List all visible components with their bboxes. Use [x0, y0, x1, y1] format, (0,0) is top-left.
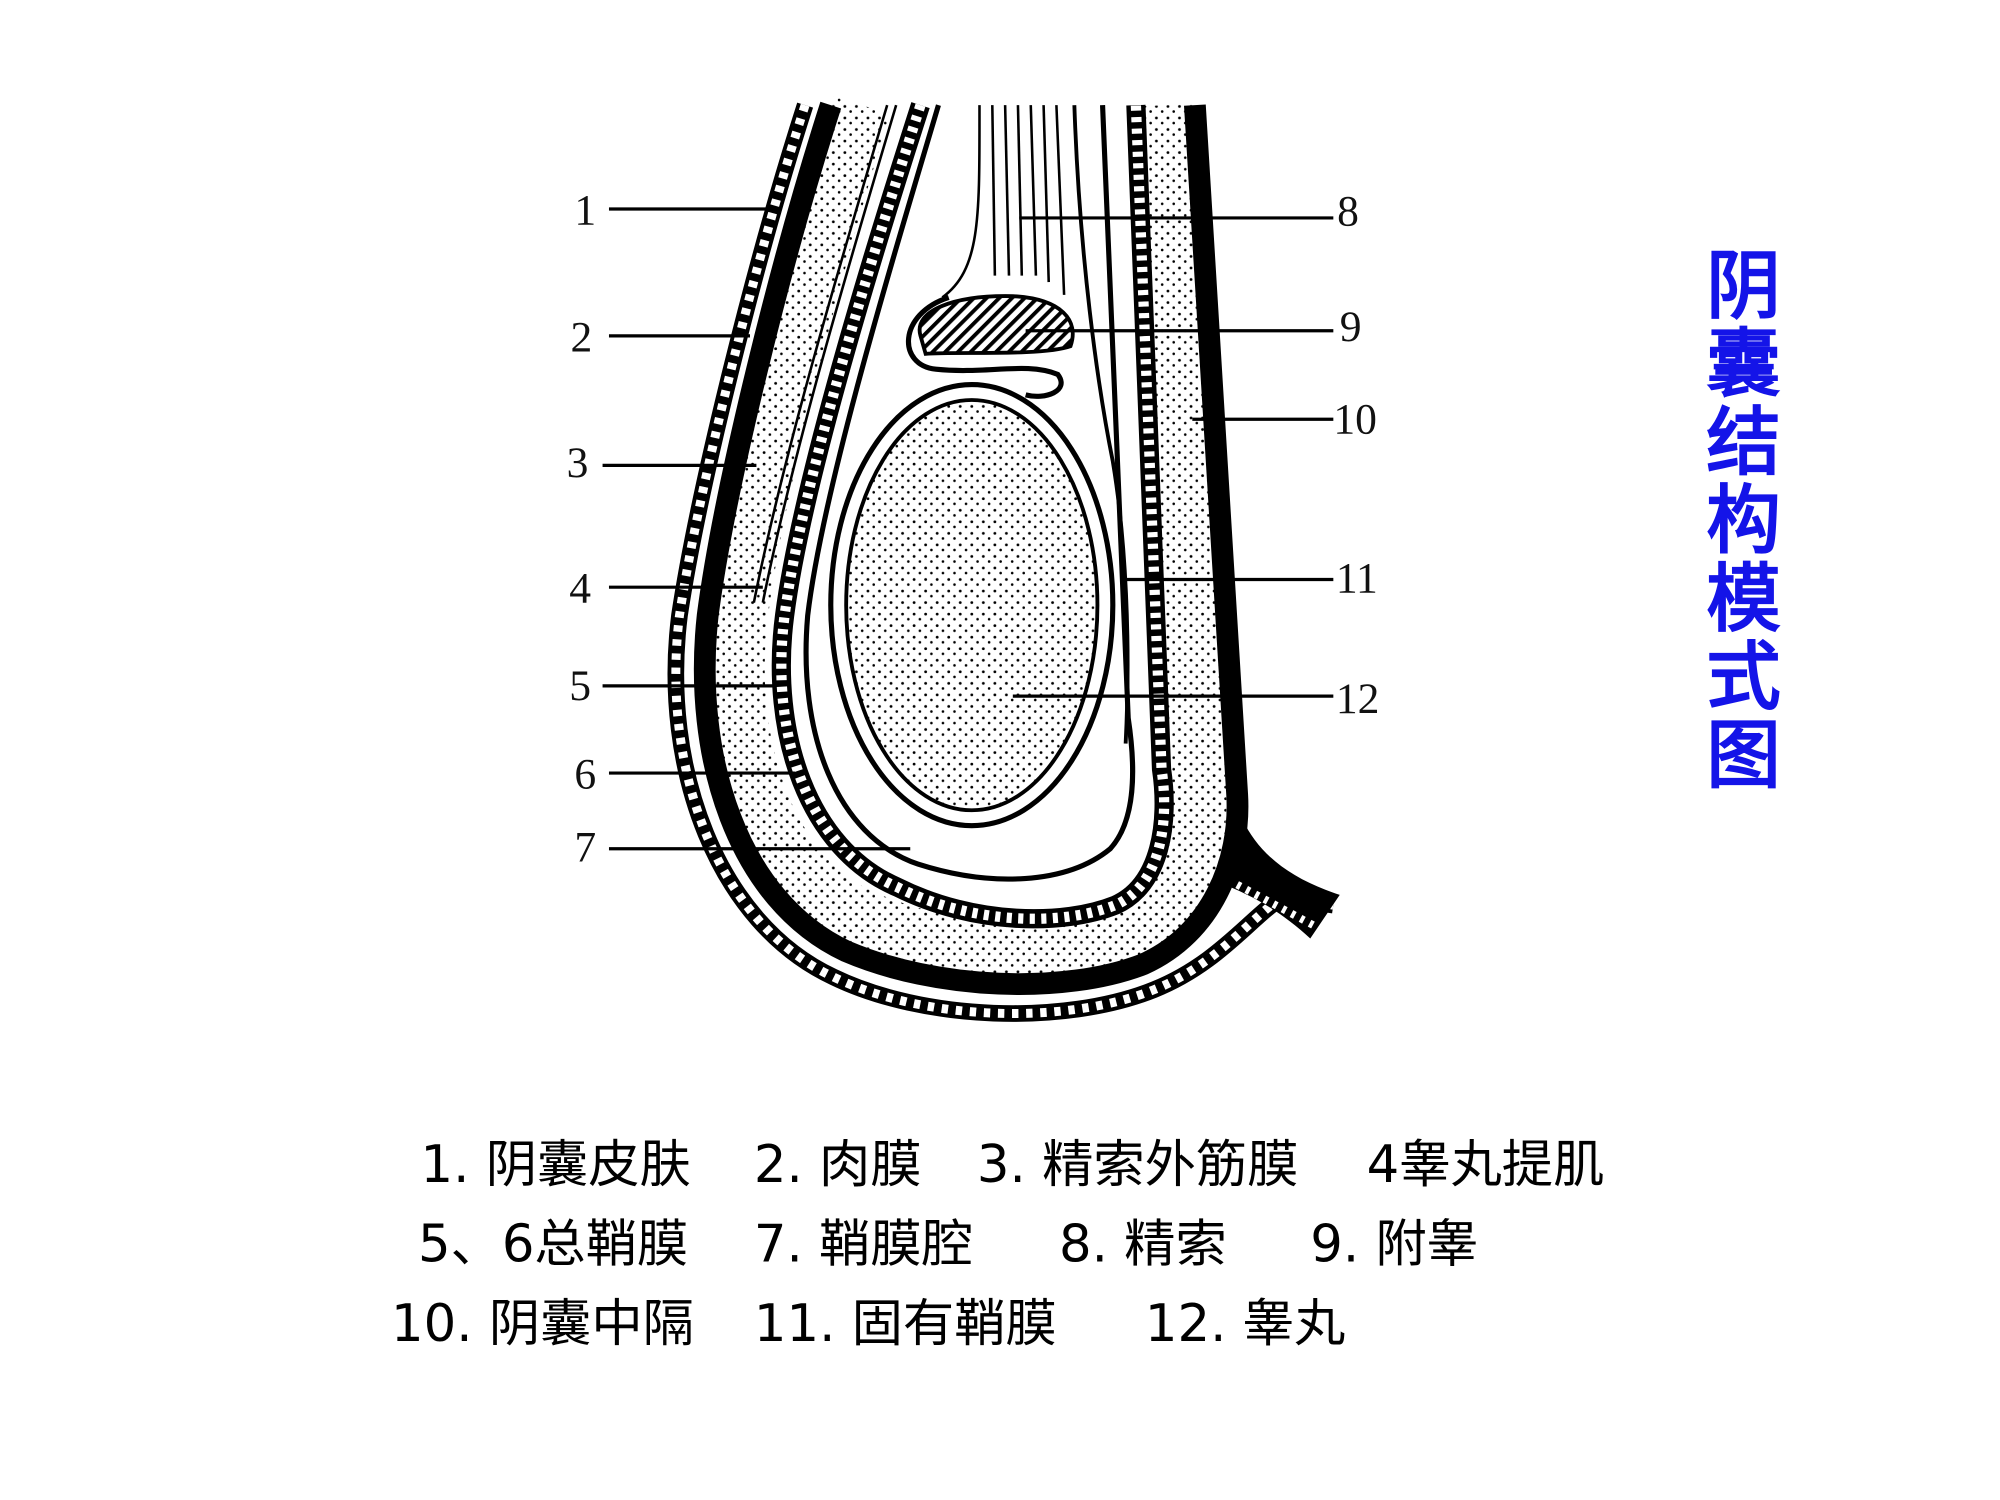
title-char: 式	[1706, 634, 1780, 721]
legend-item: 9. 附睾	[1310, 1215, 1478, 1275]
label-12: 12	[1336, 675, 1380, 723]
epididymis	[917, 294, 1075, 356]
spermatic-cord	[941, 105, 1130, 744]
skin-layer	[667, 102, 1335, 1022]
epididymis-wrap	[906, 294, 1064, 399]
cremaster-hatch	[776, 103, 1170, 924]
legend-item: 5、6总鞘膜	[418, 1215, 688, 1275]
label-5: 5	[569, 662, 591, 710]
septum-tail	[1224, 769, 1340, 939]
fascia-line-b	[761, 104, 898, 603]
legend-item: 12. 睾丸	[1145, 1294, 1345, 1354]
label-6: 6	[574, 750, 596, 798]
label-4: 4	[569, 565, 591, 613]
label-2: 2	[571, 313, 593, 361]
legend-item: 1. 阴囊皮肤	[421, 1135, 691, 1195]
title-char: 结	[1706, 399, 1780, 486]
title-char: 模	[1706, 555, 1781, 642]
legend-item: 7. 鞘膜腔	[754, 1215, 973, 1275]
label-3: 3	[567, 439, 589, 487]
legend-item: 2. 肉膜	[754, 1135, 922, 1195]
legend-item: 10. 阴囊中隔	[391, 1294, 694, 1354]
scrotum-diagram	[667, 96, 1340, 1022]
label-10: 10	[1333, 395, 1377, 443]
title-char: 囊	[1706, 321, 1780, 408]
dartos-layer	[693, 101, 1249, 995]
legend-item: 8. 精索	[1059, 1215, 1227, 1275]
right-labels: 8 9 10 11 12	[1333, 188, 1379, 723]
vertical-title: 阴 囊 结 构 模 式 图	[1706, 243, 1781, 799]
legend: 1. 阴囊皮肤 2. 肉膜 3. 精索外筋膜 4睾丸提肌 5、6总鞘膜 7. 鞘…	[391, 1135, 1604, 1354]
label-9: 9	[1340, 303, 1362, 351]
label-1: 1	[574, 186, 596, 234]
leader-lines	[602, 207, 1334, 851]
tail-hatch	[1235, 881, 1316, 930]
legend-item: 4睾丸提肌	[1367, 1135, 1605, 1195]
label-7: 7	[574, 824, 596, 872]
title-char: 阴	[1706, 243, 1780, 330]
testis	[844, 398, 1100, 813]
title-char: 构	[1706, 477, 1780, 564]
legend-item: 3. 精索外筋膜	[977, 1135, 1299, 1195]
label-8: 8	[1337, 188, 1359, 236]
left-labels: 1 2 3 4 5 6 7	[567, 186, 596, 871]
legend-item: 11. 固有鞘膜	[754, 1294, 1057, 1354]
title-char: 图	[1706, 712, 1780, 799]
label-11: 11	[1336, 554, 1378, 602]
fascia-line-a	[752, 104, 889, 603]
fascia-layer	[705, 96, 1227, 981]
